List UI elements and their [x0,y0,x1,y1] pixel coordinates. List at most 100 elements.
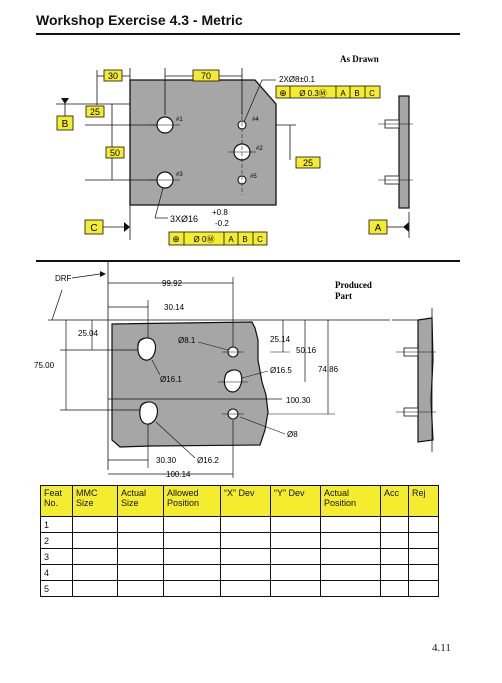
small-hole-callout: 2XØ8±0.1 [279,75,316,84]
table-cell[interactable] [163,580,221,597]
svg-text:A: A [228,235,234,244]
table-cell[interactable] [220,564,271,581]
produced-side-view [417,317,434,443]
table-cell[interactable] [72,532,118,549]
table-cell[interactable] [320,532,381,549]
dim-30-30: 30.30 [156,456,177,465]
table-cell[interactable] [380,516,409,533]
header-feat-no: Feat No. [40,485,73,517]
dim-d8-1: Ø8.1 [178,336,196,345]
header-actual-size: Actual Size [117,485,164,517]
table-cell[interactable] [117,532,164,549]
table-cell[interactable] [72,548,118,565]
table-cell[interactable] [270,580,321,597]
produced-label-1: Produced [335,280,372,290]
table-cell[interactable] [380,532,409,549]
table-cell[interactable] [117,564,164,581]
hole-4-label: #4 [252,117,259,123]
table-cell[interactable] [380,564,409,581]
section-divider [36,260,460,262]
feat-no-cell: 3 [40,548,73,565]
large-hole-tol-lower: -0.2 [215,219,229,228]
title-divider [36,33,460,35]
table-row: 5 [40,580,439,597]
table-cell[interactable] [163,516,221,533]
table-cell[interactable] [380,580,409,597]
table-cell[interactable] [380,548,409,565]
produced-hole-3 [139,401,159,425]
table-cell[interactable] [220,516,271,533]
table-cell[interactable] [117,516,164,533]
hole-5-label: #5 [250,174,257,180]
feat-no-cell: 4 [40,564,73,581]
dim-30-box [103,69,123,82]
dim-70: 70 [201,71,211,81]
large-hole-feature-frame: ⊕ Ø 0Ⓜ A B C [168,231,268,246]
dim-d16-1: Ø16.1 [160,375,182,384]
header-mmc-size: MMC Size [72,485,118,517]
produced-part-view: Produced Part DRF 99.92 30.14 25.04 75.0… [34,262,436,479]
table-cell[interactable] [72,516,118,533]
dim-100-30: 100.30 [286,396,311,405]
table-row: 4 [40,564,439,581]
table-cell[interactable] [270,532,321,549]
table-cell[interactable] [117,580,164,597]
header-actual-position: Actual Position [320,485,381,517]
table-cell[interactable] [320,564,381,581]
table-cell[interactable] [72,564,118,581]
svg-text:⊕: ⊕ [172,234,180,244]
svg-text:C: C [257,235,263,244]
datum-b: B [62,119,69,130]
table-cell[interactable] [408,564,439,581]
table-cell[interactable] [117,548,164,565]
table-cell[interactable] [220,580,271,597]
table-cell[interactable] [163,548,221,565]
dim-75-00: 75.00 [34,361,55,370]
table-cell[interactable] [163,532,221,549]
table-cell[interactable] [220,532,271,549]
table-cell[interactable] [408,580,439,597]
page-title: Workshop Exercise 4.3 - Metric [36,12,243,28]
table-cell[interactable] [408,532,439,549]
dim-30: 30 [108,71,118,81]
svg-text:⊕: ⊕ [279,88,287,98]
dim-30-14: 30.14 [164,303,185,312]
table-cell[interactable] [270,564,321,581]
produced-label-2: Part [335,291,352,301]
hole-3-label: #3 [176,172,183,178]
page-number: 4.11 [432,642,451,654]
datum-a-box [368,219,388,235]
side-view [398,95,410,209]
svg-text:Ø 0.3Ⓜ: Ø 0.3Ⓜ [299,89,327,98]
as-drawn-label: As Drawn [340,54,379,64]
table-cell[interactable] [320,580,381,597]
hole-1-label: #1 [176,117,183,123]
dim-25-14: 25.14 [270,335,291,344]
header-y-dev: “Y” Dev [270,485,321,517]
svg-text:B: B [242,235,247,244]
table-cell[interactable] [72,580,118,597]
table-cell[interactable] [270,516,321,533]
header-allowed-position: Allowed Position [163,485,221,517]
table-cell[interactable] [270,548,321,565]
dim-25-04: 25.04 [78,329,99,338]
datum-c: C [90,223,97,234]
feat-no-cell: 5 [40,580,73,597]
svg-text:Ø 0Ⓜ: Ø 0Ⓜ [194,235,215,244]
table-cell[interactable] [163,564,221,581]
table-cell[interactable] [408,516,439,533]
table-cell[interactable] [408,548,439,565]
table-cell[interactable] [320,516,381,533]
dim-50-16: 50.16 [296,346,317,355]
table-row: 2 [40,532,439,549]
dim-70-box [192,69,220,82]
table-cell[interactable] [220,548,271,565]
table-cell[interactable] [320,548,381,565]
svg-text:B: B [354,89,359,98]
large-hole-callout: 3XØ16 [170,214,198,224]
produced-hole-2 [223,369,243,393]
table-row: 3 [40,548,439,565]
feat-no-cell: 2 [40,532,73,549]
svg-text:C: C [369,89,375,98]
